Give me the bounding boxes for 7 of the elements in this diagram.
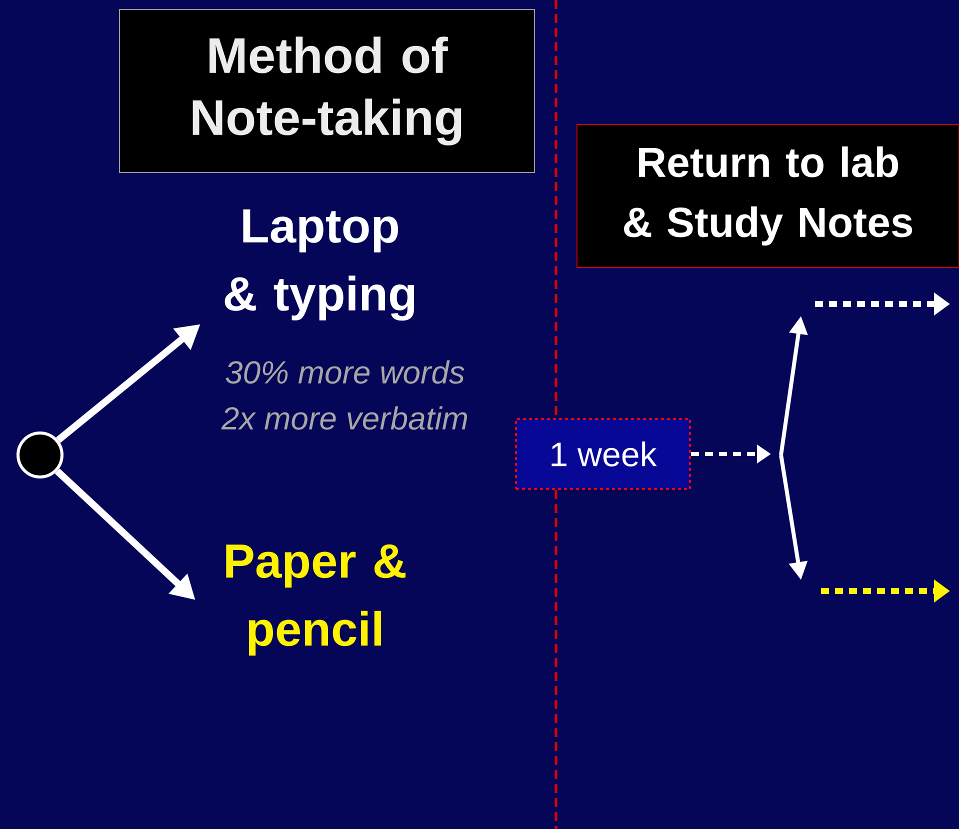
option-label: Paper & pencil bbox=[226, 544, 406, 656]
note-text: 30% more words bbox=[226, 360, 464, 384]
heading-box: Return to lab & Study Notes bbox=[576, 124, 959, 268]
duration-box: 1 week bbox=[515, 418, 691, 490]
title-box: Method of Note-taking bbox=[119, 9, 535, 173]
option-label: Laptop & typing bbox=[224, 209, 414, 321]
note-text: 2x more verbatim bbox=[221, 406, 468, 430]
